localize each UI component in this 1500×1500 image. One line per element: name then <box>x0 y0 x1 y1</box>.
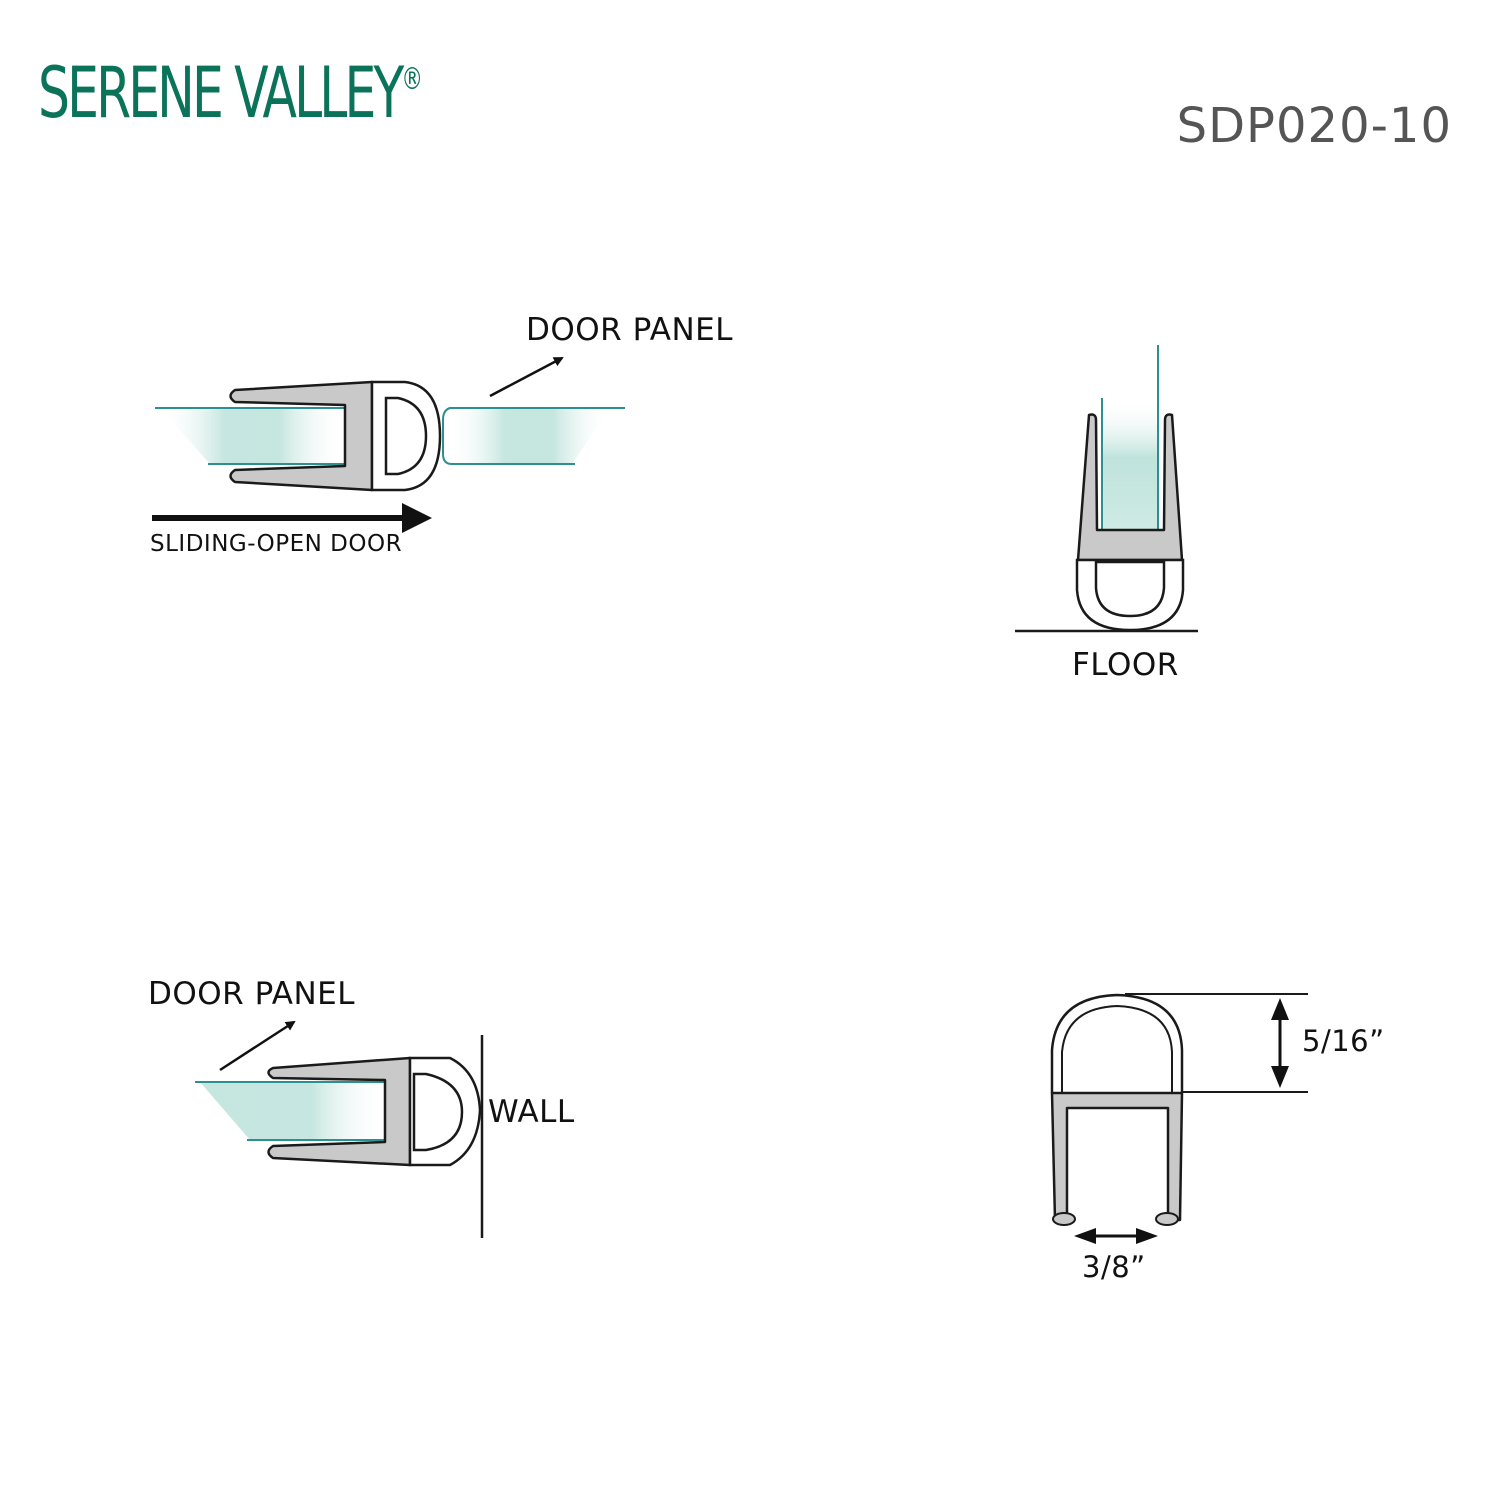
door-glass-panel <box>442 407 625 465</box>
seal-profile-horizontal <box>229 380 442 492</box>
wall-seal-diagram <box>195 1020 484 1238</box>
sliding-open-door-label: SLIDING-OPEN DOOR <box>150 531 403 557</box>
height-dimension-label: 5/16” <box>1302 1024 1385 1058</box>
wall-label: WALL <box>488 1094 575 1130</box>
wall-door-panel-pointer-arrow <box>219 1020 296 1072</box>
brand-name: SERENE VALLEY <box>38 52 404 134</box>
wall-door-panel-label: DOOR PANEL <box>148 976 356 1012</box>
dimension-seal-profile <box>1050 993 1184 1226</box>
brand-logo: SERENE VALLEY® <box>38 30 423 134</box>
sliding-direction-arrow <box>152 503 432 533</box>
floor-label: FLOOR <box>1072 647 1179 683</box>
width-dimension-label: 3/8” <box>1082 1250 1146 1284</box>
dimension-diagram <box>1050 993 1308 1244</box>
height-dimension-indicator <box>1125 993 1308 1093</box>
floor-seal-diagram <box>1015 345 1198 633</box>
product-sku: SDP020-10 <box>1176 98 1452 154</box>
door-panel-label: DOOR PANEL <box>526 312 734 348</box>
vertical-glass-panel <box>1101 345 1159 530</box>
seal-profile-vertical <box>1075 413 1185 632</box>
wall-seal-profile <box>267 1056 482 1167</box>
wall-door-glass-panel <box>195 1081 385 1141</box>
sliding-door-seal-diagram <box>152 356 625 533</box>
door-panel-pointer-arrow <box>489 356 564 398</box>
left-glass-panel <box>155 407 345 465</box>
registered-mark: ® <box>401 62 423 97</box>
width-dimension-indicator <box>1074 1228 1158 1244</box>
